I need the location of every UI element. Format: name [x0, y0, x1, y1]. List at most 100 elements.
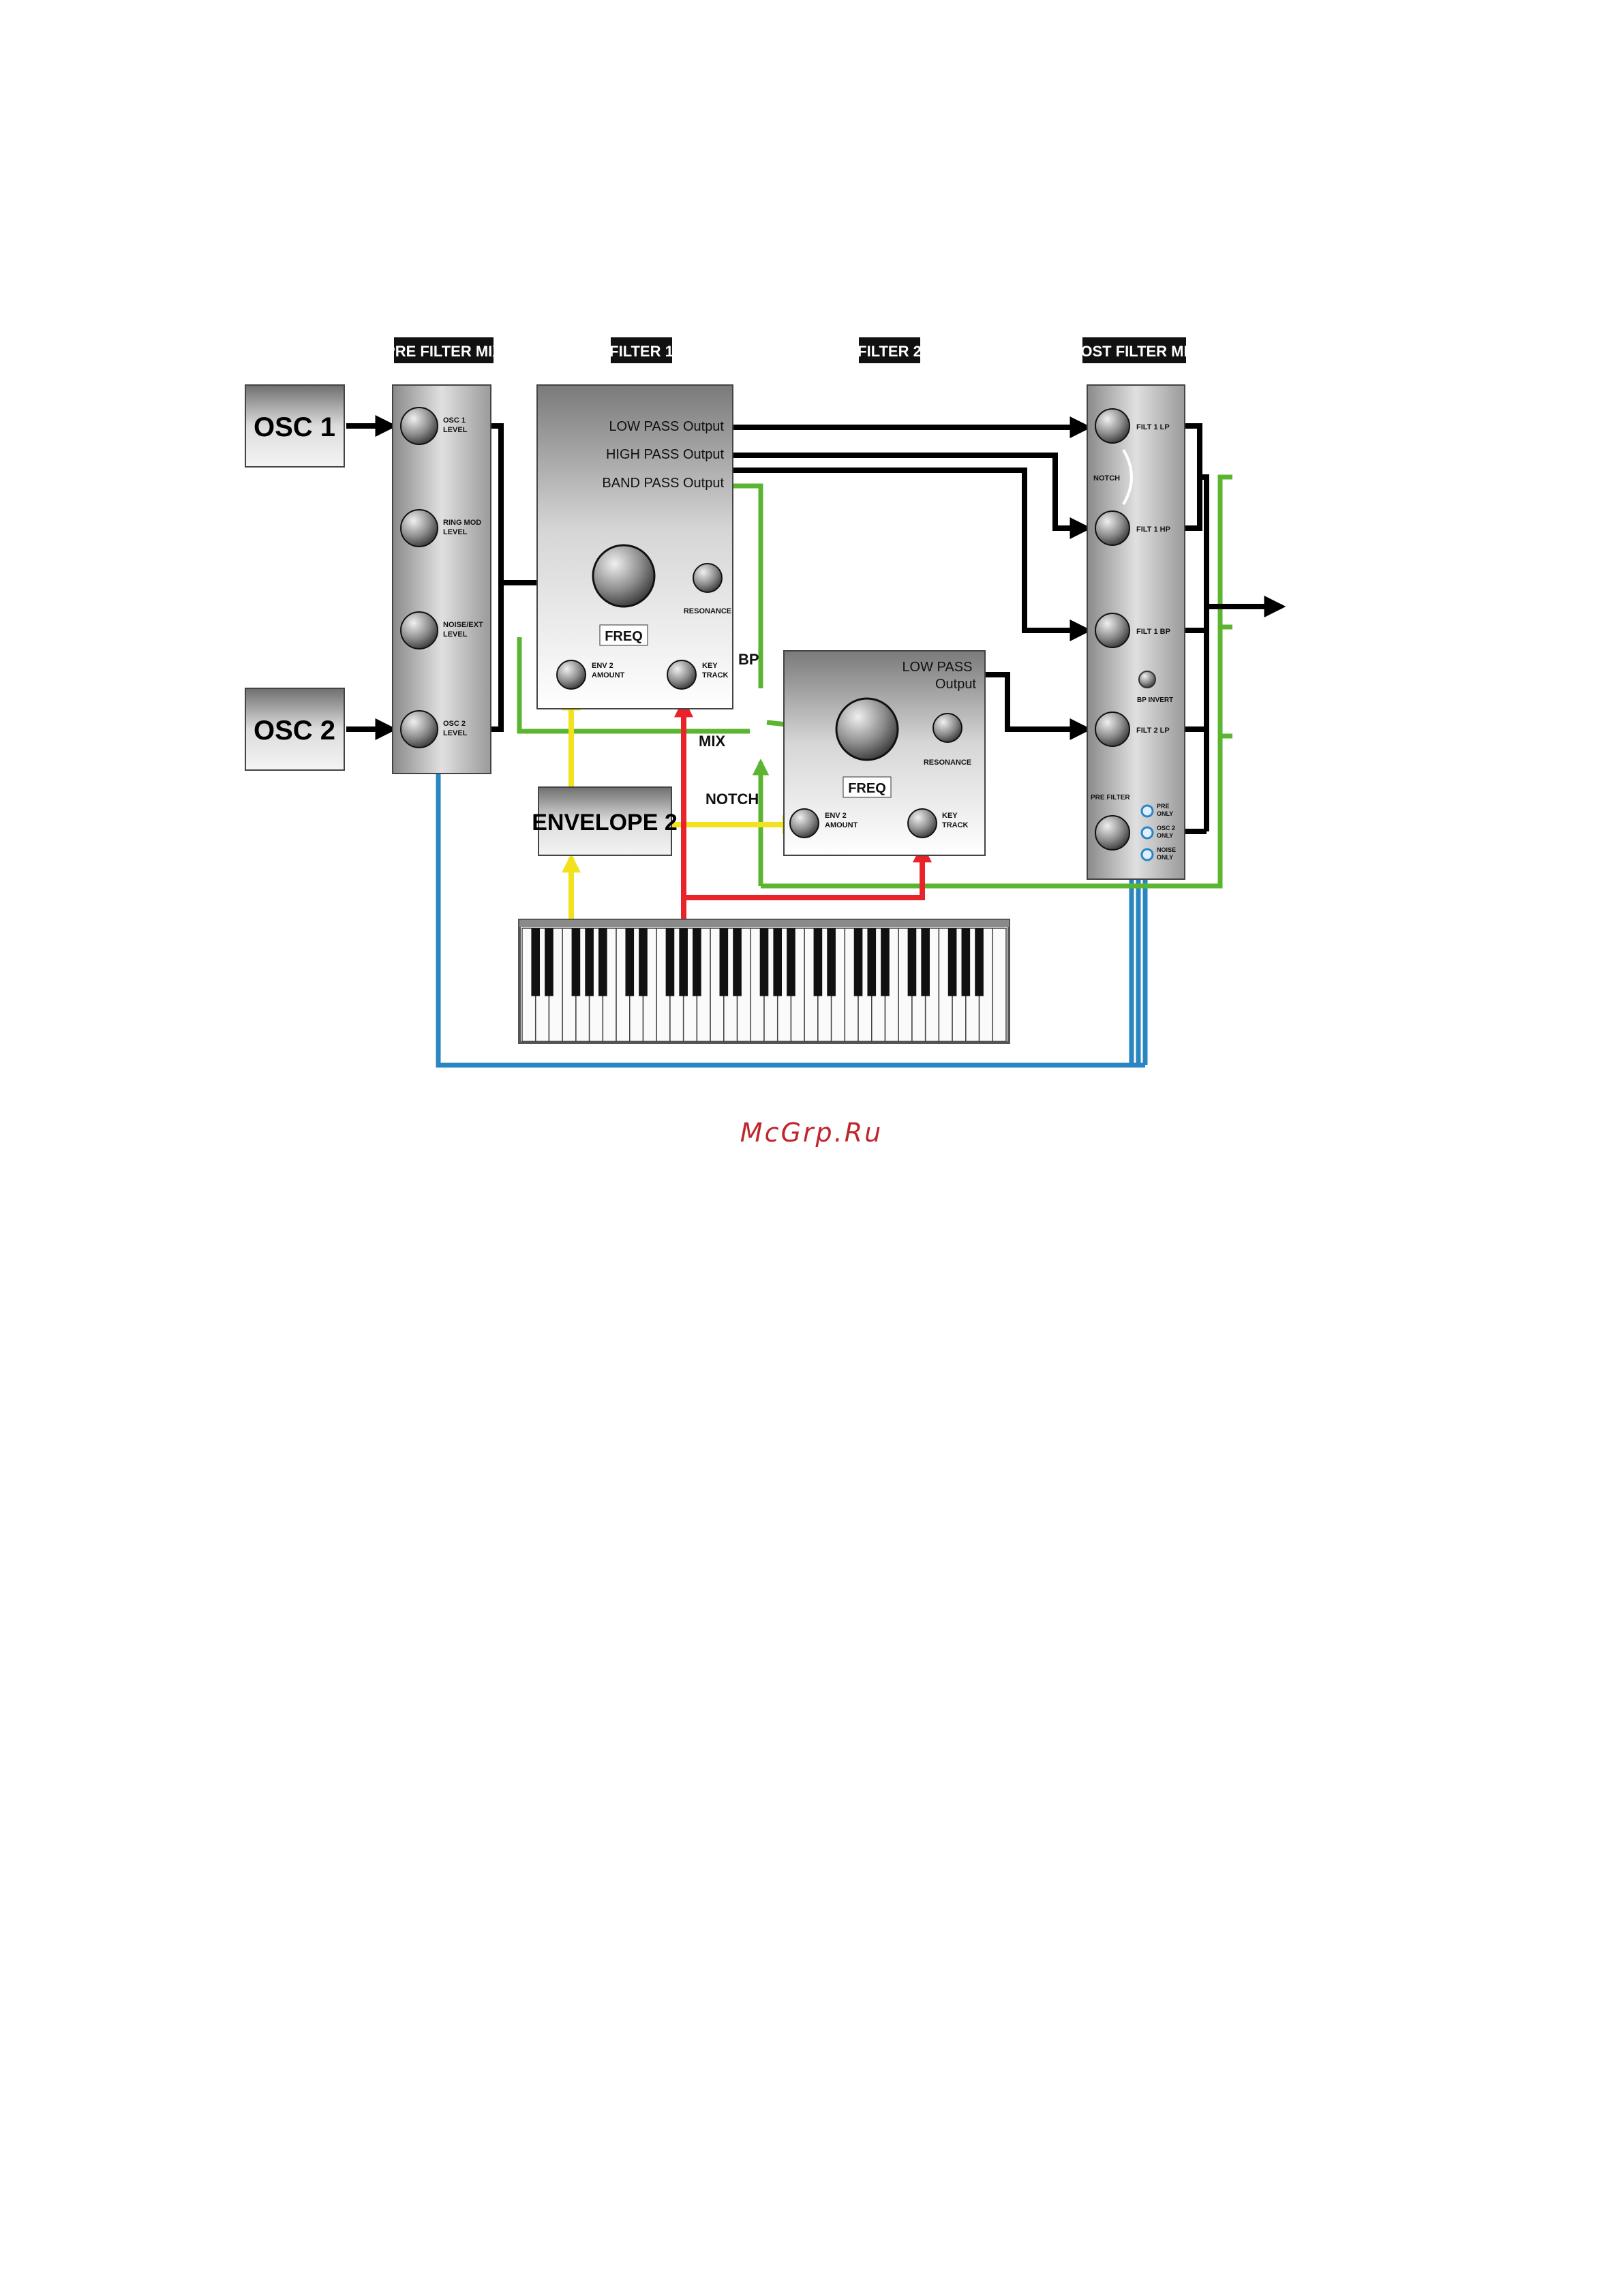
black-key[interactable] [545, 928, 553, 996]
header-pre-filter-mix: PRE FILTER MIX [385, 343, 502, 360]
ring-mod-level-label: RING MOD LEVEL [443, 519, 483, 536]
black-key[interactable] [867, 928, 877, 996]
filt1-hp-knob[interactable] [1095, 510, 1130, 546]
header-filter1-bg [611, 337, 672, 363]
header-pre-filter-mix-bg [394, 337, 494, 363]
osc2-label: OSC 2 [254, 716, 335, 746]
header-post-filter-mix: POST FILTER MIX [1071, 343, 1198, 360]
watermark: McGrp.Ru [740, 1118, 883, 1148]
black-key[interactable] [571, 928, 581, 996]
pre-only-switch[interactable] [1140, 804, 1154, 818]
keyboard[interactable] [518, 919, 1010, 1044]
filter2-freq-knob[interactable] [835, 697, 899, 761]
black-key[interactable] [693, 928, 701, 996]
filt1-bp-label: FILT 1 BP [1136, 628, 1170, 636]
black-key[interactable] [907, 928, 917, 996]
osc2-only-label: OSC 2 ONLY [1157, 825, 1177, 839]
filter2-key-track-label: KEY TRACK [942, 812, 969, 829]
black-key[interactable] [719, 928, 729, 996]
osc1-box: OSC 1 [245, 384, 345, 468]
osc1-level-label: OSC 1 LEVEL [443, 416, 468, 434]
osc2-level-knob[interactable] [400, 710, 438, 748]
filter2-freq-label: FREQ [848, 781, 886, 796]
filter2-resonance-label: RESONANCE [924, 759, 971, 767]
filter1-panel: LOW PASS Output HIGH PASS Output BAND PA… [536, 384, 733, 709]
osc2-level-label: OSC 2 LEVEL [443, 720, 468, 737]
pre-only-label: PRE ONLY [1157, 803, 1173, 817]
black-key[interactable] [853, 928, 863, 996]
black-key[interactable] [598, 928, 607, 996]
noise-only-label: NOISE ONLY [1157, 846, 1178, 861]
black-key[interactable] [665, 928, 675, 996]
black-key[interactable] [881, 928, 890, 996]
filt2-lp-label: FILT 2 LP [1136, 726, 1170, 735]
filt1-lp-knob[interactable] [1095, 408, 1130, 444]
filter1-resonance-knob[interactable] [693, 563, 723, 593]
filter1-highpass-output-label: HIGH PASS Output [606, 447, 724, 462]
black-key[interactable] [961, 928, 971, 996]
filt2-lp-knob[interactable] [1095, 711, 1130, 747]
routing-mix-label: MIX [699, 733, 725, 750]
black-key[interactable] [759, 928, 769, 996]
white-key[interactable] [992, 928, 1007, 1042]
filter1-lowpass-output-label: LOW PASS Output [609, 419, 724, 434]
filter2-env-amount-knob[interactable] [789, 808, 819, 838]
header-filter2: FILTER 2 [858, 343, 922, 360]
pre-filter-label: PRE FILTER [1091, 794, 1130, 801]
filter1-key-track-knob[interactable] [667, 660, 697, 690]
bp-invert-label: BP INVERT [1137, 697, 1173, 704]
filter2-lowpass-output-label: LOW PASS Output [902, 660, 976, 692]
filter1-freq-knob[interactable] [592, 544, 656, 608]
black-key[interactable] [531, 928, 541, 996]
filter2-key-track-knob[interactable] [907, 808, 937, 838]
filt1-lp-label: FILT 1 LP [1136, 423, 1170, 431]
header-filter2-bg [859, 337, 920, 363]
black-key[interactable] [975, 928, 984, 996]
header-filter1: FILTER 1 [609, 343, 673, 360]
filter2-resonance-knob[interactable] [932, 713, 962, 743]
osc1-level-knob[interactable] [400, 407, 438, 445]
notch-label: NOTCH [1093, 474, 1120, 483]
black-key[interactable] [733, 928, 742, 996]
pre-filter-knob[interactable] [1095, 815, 1130, 851]
black-key[interactable] [773, 928, 783, 996]
black-key[interactable] [921, 928, 930, 996]
filter2-env-amount-label: ENV 2 AMOUNT [825, 812, 858, 829]
pre-filter-mix-panel: OSC 1 LEVEL RING MOD LEVEL NOISE/EXT LEV… [392, 384, 491, 774]
green-signal-lines [517, 474, 1232, 889]
black-key[interactable] [827, 928, 836, 996]
black-key[interactable] [679, 928, 688, 996]
routing-notch-label: NOTCH [706, 791, 759, 808]
black-key[interactable] [639, 928, 648, 996]
black-key[interactable] [787, 928, 795, 996]
black-key[interactable] [585, 928, 594, 996]
filt1-bp-knob[interactable] [1095, 613, 1130, 648]
black-key[interactable] [813, 928, 823, 996]
envelope2-box: ENVELOPE 2 [532, 786, 678, 856]
filter1-freq-label: FREQ [605, 629, 643, 644]
routing-bp-label: BP [738, 651, 759, 668]
noise-level-knob[interactable] [400, 611, 438, 649]
header-post-filter-mix-bg [1082, 337, 1186, 363]
filter1-resonance-label: RESONANCE [684, 607, 731, 615]
filter1-env-amount-label: ENV 2 AMOUNT [592, 662, 625, 679]
filter1-bandpass-output-label: BAND PASS Output [602, 476, 724, 491]
post-filter-mix-panel: FILT 1 LP NOTCH FILT 1 HP FILT 1 BP BP I… [1087, 384, 1185, 880]
filter1-key-track-label: KEY TRACK [702, 662, 729, 679]
bp-invert-button[interactable] [1138, 671, 1156, 688]
black-key[interactable] [947, 928, 957, 996]
filter1-env-amount-knob[interactable] [556, 660, 586, 690]
noise-only-switch[interactable] [1140, 848, 1154, 861]
noise-level-label: NOISE/EXT LEVEL [443, 621, 485, 639]
black-signal-lines [346, 415, 1286, 834]
notch-bracket [1122, 448, 1133, 506]
envelope2-label: ENVELOPE 2 [532, 810, 678, 836]
osc2-box: OSC 2 [245, 688, 345, 771]
filt1-hp-label: FILT 1 HP [1136, 525, 1170, 534]
osc1-label: OSC 1 [254, 412, 335, 442]
ring-mod-level-knob[interactable] [400, 509, 438, 547]
osc2-only-switch[interactable] [1140, 826, 1154, 840]
black-key[interactable] [625, 928, 635, 996]
filter2-panel: LOW PASS Output FREQ RESONANCE ENV 2 AMO… [783, 650, 986, 856]
